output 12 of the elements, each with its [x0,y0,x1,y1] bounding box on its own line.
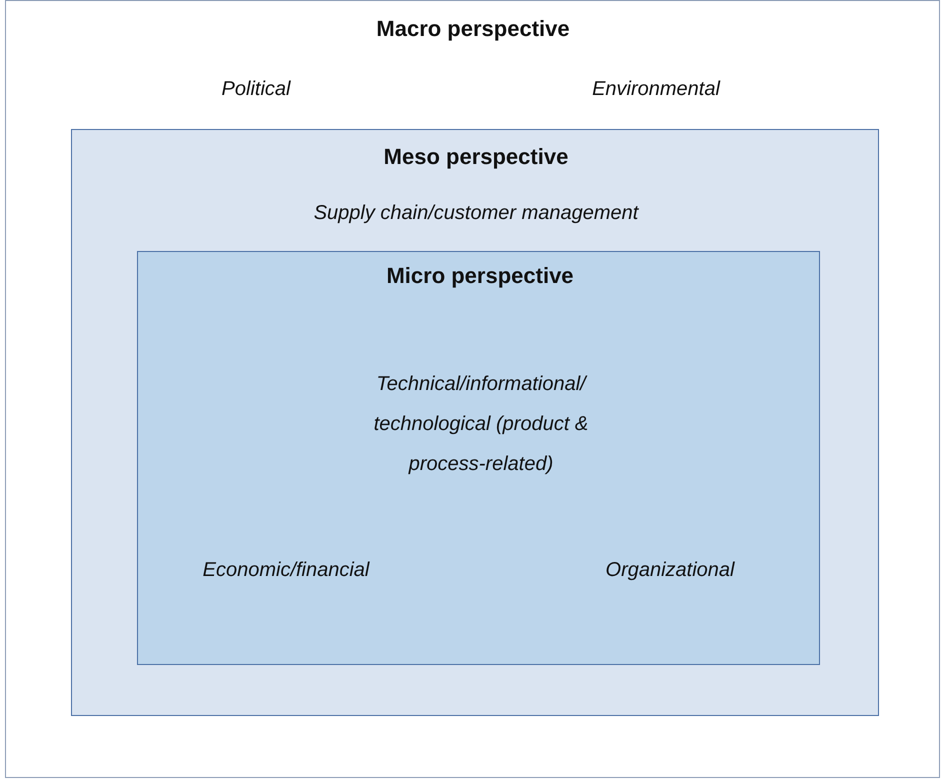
middle-panel [71,129,879,716]
inner-panel [137,251,820,665]
panel-heading: Meso perspective [384,144,568,170]
factor-label: Economic/financial [202,558,370,583]
outer-panel [5,0,940,778]
panel-heading: Macro perspective [376,16,570,42]
factor-label: Technical/informational/ technological (product & process-related) [372,372,590,477]
panel-heading: Micro perspective [386,263,574,289]
factor-label: Organizational [606,558,734,583]
factor-label: Political [222,77,290,102]
factor-label: Supply chain/customer management [314,201,638,226]
factor-label: Environmental [592,77,720,102]
